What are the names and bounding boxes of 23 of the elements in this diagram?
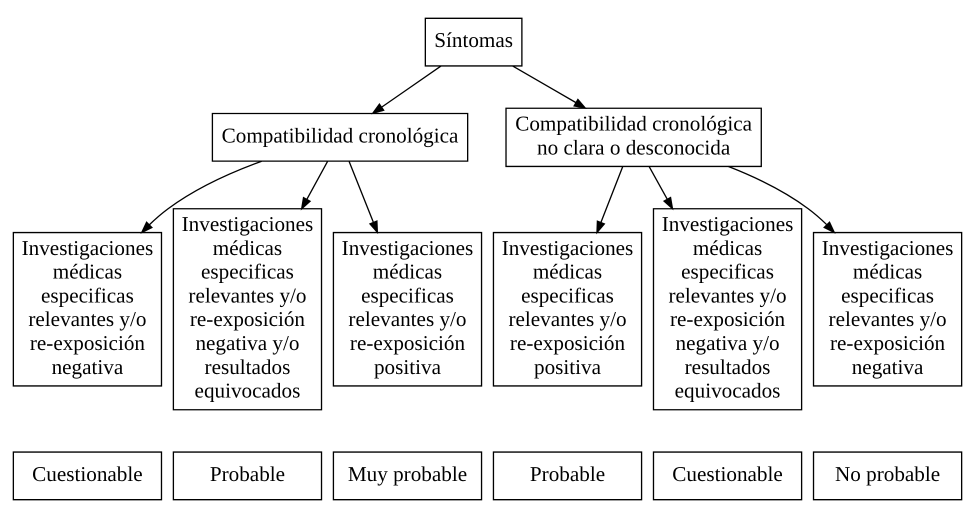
node-box: Probable — [492, 450, 642, 500]
node-box: Investigaciones médicas especificas relevantes y/o re-exposición negativa y/o resultados equivocados — [172, 208, 322, 410]
arrow — [512, 64, 587, 108]
node-box: Cuestionable — [652, 450, 802, 500]
arrow — [728, 165, 836, 234]
node-box: Compatibilidad cronológica — [212, 112, 468, 162]
arrow — [371, 65, 442, 114]
arrow — [348, 160, 378, 234]
node-box: Investigaciones médicas especificas relevantes y/o re-exposición negativa — [12, 231, 162, 386]
node-box: Muy probable — [332, 450, 482, 500]
node-box: Investigaciones médicas especificas relevantes y/o re-exposición positiva — [492, 231, 642, 386]
arrow — [648, 166, 674, 210]
arrow — [596, 166, 624, 234]
node-box: Síntomas — [424, 17, 523, 66]
node-box: Investigaciones médicas especificas relevantes y/o re-exposición negativa — [812, 231, 962, 386]
node-box: Compatibilidad cronológica no clara o desconocida — [505, 107, 762, 167]
arrow — [300, 160, 328, 210]
node-box: No probable — [812, 450, 962, 500]
node-box: Probable — [172, 450, 322, 500]
node-box: Cuestionable — [12, 450, 162, 500]
node-box: Investigaciones médicas especificas relevantes y/o re-exposición negativa y/o resultados equivocados — [652, 208, 802, 410]
node-box: Investigaciones médicas especificas relevantes y/o re-exposición positiva — [332, 231, 482, 386]
arrow — [140, 160, 262, 234]
